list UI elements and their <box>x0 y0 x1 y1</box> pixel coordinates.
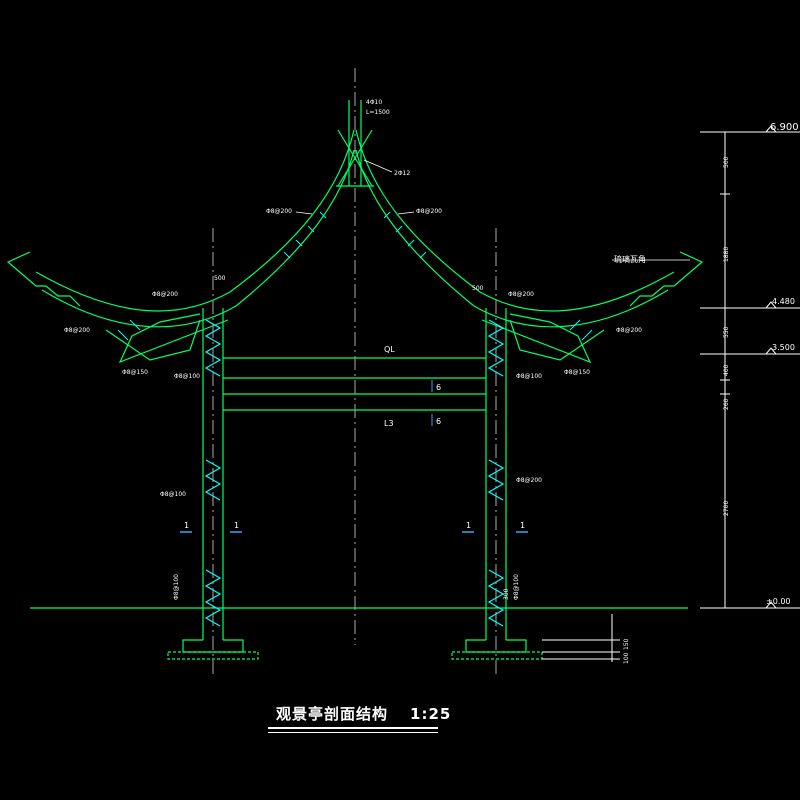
eave-right-label-2: Φ8@200 <box>616 327 642 334</box>
eave-left-label-2: Φ8@200 <box>64 327 90 334</box>
beam-mark-1: 6 <box>436 383 441 392</box>
dim-300: 300 <box>503 588 510 600</box>
footing-dimension <box>542 614 620 662</box>
roof-left <box>6 129 355 364</box>
dim-d6: 2700 <box>723 501 730 516</box>
beams <box>223 357 486 411</box>
eave-left-label-1: Φ8@200 <box>152 291 178 298</box>
title-underline-thin <box>268 732 438 733</box>
elev-top: 6.900 <box>770 122 799 133</box>
beam-mark-2: 6 <box>436 417 441 426</box>
section-mark-4: 1 <box>520 521 525 530</box>
elev-beam: 3.500 <box>772 343 795 352</box>
title-underline <box>268 727 438 729</box>
dim-d5: 260 <box>723 398 730 410</box>
rafter-hatch <box>117 211 593 341</box>
leader-lines <box>295 159 690 261</box>
section-mark-3: 1 <box>466 521 471 530</box>
dim-100: 100 <box>623 652 630 664</box>
eave-right-label-1: Φ8@200 <box>508 291 534 298</box>
roof-right <box>355 129 704 364</box>
tie-label: 2Φ12 <box>394 170 410 177</box>
drawing-scale: 1:25 <box>410 705 452 723</box>
decor-label: 琉璃瓦角 <box>614 254 646 264</box>
col-left-top-label: Φ8@100 <box>174 373 200 380</box>
section-mark-2: 1 <box>234 521 239 530</box>
dim-d3: 550 <box>723 326 730 338</box>
dim-d1: 500 <box>723 156 730 168</box>
rafter-right-label: Φ8@200 <box>416 208 442 215</box>
eave-left-label-3: Φ8@150 <box>122 369 148 376</box>
col-left-low-label: Φ8@100 <box>173 574 180 600</box>
elevation-dimension <box>700 125 800 609</box>
rafter-left-label: Φ8@200 <box>266 208 292 215</box>
col-left-mid-label: Φ8@100 <box>160 491 186 498</box>
ridge-post <box>336 100 374 187</box>
elev-ground: ±0.00 <box>766 597 791 606</box>
section-mark-1: 1 <box>184 521 189 530</box>
drawing-title-text: 观景亭剖面结构 <box>276 705 389 723</box>
dim-500-right: 500 <box>472 285 484 292</box>
column-right <box>451 308 543 660</box>
col-right-low-label: Φ8@100 <box>513 574 520 600</box>
eave-right-label-3: Φ8@150 <box>564 369 590 376</box>
ridge-length-label: L=1500 <box>366 109 390 116</box>
column-left <box>167 308 259 660</box>
dim-d2: 1880 <box>723 247 730 262</box>
col-right-top-label: Φ8@100 <box>516 373 542 380</box>
dim-500-left: 500 <box>214 275 226 282</box>
dim-d4: 400 <box>723 364 730 376</box>
drawing-title: 观景亭剖面结构 1:25 <box>276 703 451 724</box>
beam-ql-label: QL <box>384 345 395 354</box>
beam-l3-label: L3 <box>384 419 394 428</box>
col-right-mid-label: Φ8@200 <box>516 477 542 484</box>
ridge-rebar-label: 4Φ10 <box>366 99 382 106</box>
dim-150: 150 <box>623 638 630 650</box>
elev-eave: 4.480 <box>772 297 795 306</box>
